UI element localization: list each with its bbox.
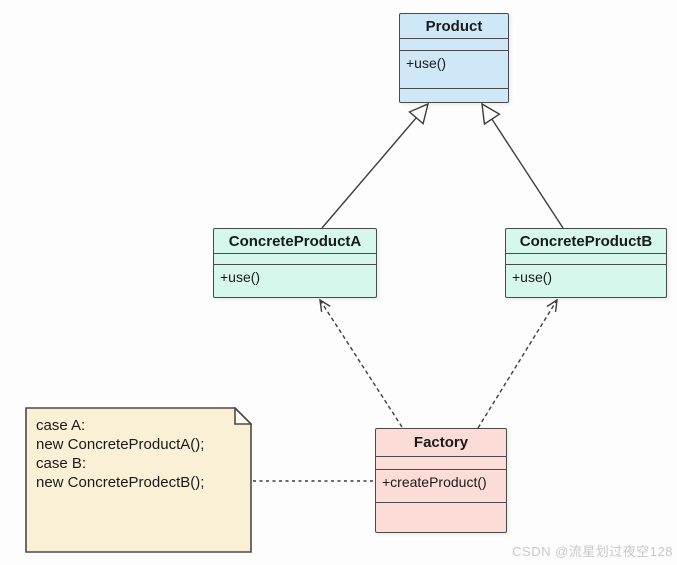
class-method: +use()	[512, 269, 553, 285]
class-title: ConcreteProductA	[214, 229, 376, 254]
generalization-arrow-a	[321, 102, 430, 229]
note-line: new ConcreteProductA();	[36, 436, 205, 453]
note-box: case A: new ConcreteProductA(); case B: …	[25, 407, 252, 553]
class-attributes-compartment	[376, 457, 506, 470]
class-box-concrete-product-b: ConcreteProductB +use()	[505, 228, 667, 298]
class-empty-compartment	[376, 503, 506, 532]
class-attributes-compartment	[506, 254, 666, 265]
class-box-factory: Factory +createProduct()	[375, 428, 507, 533]
class-box-product: Product +use()	[399, 13, 509, 103]
generalization-arrow-b	[481, 102, 564, 229]
dependency-arrow-a	[319, 298, 403, 428]
note-text: case A: new ConcreteProductA(); case B: …	[36, 416, 204, 492]
class-title: Product	[400, 14, 508, 39]
class-attributes-compartment	[214, 254, 376, 265]
csdn-watermark: CSDN @流星划过夜空128	[512, 544, 673, 559]
class-title: Factory	[376, 429, 506, 457]
note-line: case B:	[36, 455, 87, 472]
class-method: +use()	[220, 269, 261, 285]
class-method: +createProduct()	[376, 470, 506, 503]
dependency-arrow-b	[477, 298, 558, 429]
class-empty-compartment	[400, 89, 508, 102]
note-line: new ConcreteProdectB();	[36, 474, 205, 491]
class-box-concrete-product-a: ConcreteProductA +use()	[213, 228, 377, 298]
class-attributes-compartment	[400, 39, 508, 51]
class-method: +use()	[400, 51, 508, 89]
class-title: ConcreteProductB	[506, 229, 666, 254]
note-fold-corner	[234, 407, 252, 425]
note-line: case A:	[36, 417, 86, 434]
note-shape	[25, 407, 252, 553]
